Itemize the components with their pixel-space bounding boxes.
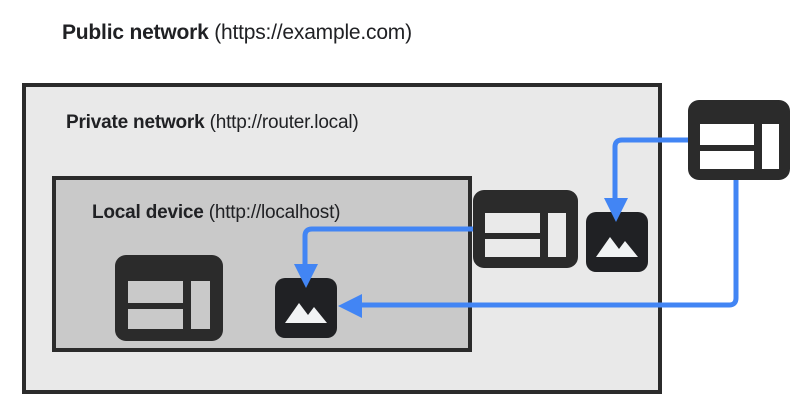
zone-local-device-label-url: (http://localhost) — [203, 202, 341, 223]
image-icon-local-device — [275, 278, 337, 338]
image-icon-private-network — [586, 212, 648, 272]
zone-local-device-label-strong: Local device — [92, 202, 204, 223]
page-title: Public network (https://example.com) — [62, 21, 412, 45]
browser-window-icon-public-network — [688, 100, 790, 180]
zone-private-network-label-strong: Private network — [66, 112, 205, 133]
page-title-strong: Public network — [62, 21, 209, 44]
zone-private-network-label-url: (http://router.local) — [204, 112, 359, 133]
browser-window-icon-private-network — [473, 190, 578, 268]
zone-private-network-label: Private network (http://router.local) — [66, 112, 359, 134]
zone-local-device-label: Local device (http://localhost) — [92, 202, 341, 224]
page-title-url: (https://example.com) — [208, 21, 412, 44]
browser-window-icon-local-device — [115, 255, 223, 341]
